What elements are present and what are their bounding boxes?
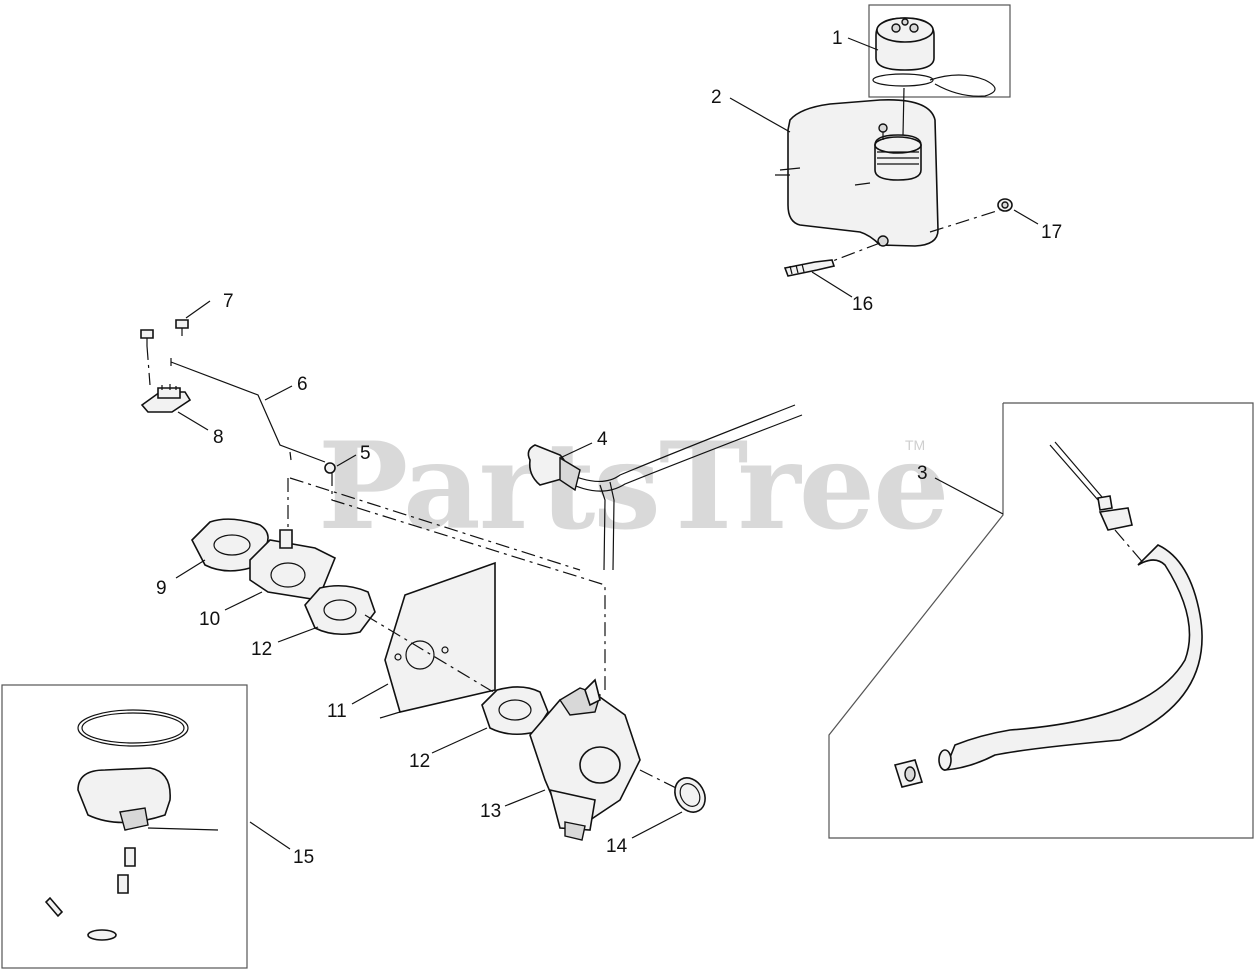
callout-2: 2 bbox=[711, 87, 722, 108]
rod-clip-part bbox=[324, 462, 336, 474]
fuel-line-detail-box bbox=[828, 402, 1254, 839]
callout-13: 13 bbox=[480, 801, 501, 822]
float-bowl-part bbox=[44, 709, 219, 941]
callout-8: 8 bbox=[213, 427, 224, 448]
watermark-text: PartsTree bbox=[318, 416, 947, 557]
tank-bolt-part bbox=[783, 259, 836, 277]
fuel-line-part bbox=[527, 404, 803, 571]
rod-to-carb-dash bbox=[331, 472, 606, 690]
callout-3: 3 bbox=[917, 463, 928, 484]
watermark-trademark: TM bbox=[905, 437, 925, 453]
heat-shield-part bbox=[379, 561, 496, 719]
spacer-part bbox=[249, 529, 337, 601]
gasket-dash bbox=[289, 477, 581, 571]
callout-1: 1 bbox=[832, 28, 843, 49]
screw-part bbox=[140, 319, 189, 346]
screw-dash-1 bbox=[146, 345, 151, 386]
carb-plate-part bbox=[674, 777, 706, 813]
callout-16: 16 bbox=[852, 294, 873, 315]
grommet-part bbox=[997, 198, 1013, 212]
watermark: PartsTree TM bbox=[318, 416, 949, 557]
fuel-cap-part bbox=[872, 17, 996, 97]
callout-11: 11 bbox=[327, 701, 347, 722]
fuel-hose-assembly-part bbox=[893, 441, 1203, 788]
callout-5: 5 bbox=[360, 443, 371, 464]
leader-lines bbox=[175, 37, 1039, 850]
callout-17: 17 bbox=[1041, 222, 1062, 243]
tank-to-grommet-dash bbox=[929, 209, 1001, 233]
carb-bowl-detail-box bbox=[1, 684, 248, 969]
callout-12-lower: 12 bbox=[409, 751, 430, 772]
carb-to-plate-dash bbox=[639, 769, 681, 791]
carburetor-part bbox=[529, 678, 641, 841]
gasket-9-part bbox=[191, 518, 269, 572]
callout-4: 4 bbox=[597, 429, 608, 450]
callout-15: 15 bbox=[293, 847, 314, 868]
callout-14: 14 bbox=[606, 836, 628, 857]
callout-12-upper: 12 bbox=[251, 639, 272, 660]
gasket-12a-part bbox=[304, 584, 376, 636]
cap-leader-dash bbox=[902, 87, 905, 136]
fuel-cap-detail-box bbox=[868, 4, 1011, 98]
choke-rod-part bbox=[170, 361, 326, 463]
callouts: 1 2 3 4 5 6 7 8 9 10 11 12 12 13 14 15 1… bbox=[156, 28, 1062, 868]
fuel-tank-part bbox=[775, 99, 939, 247]
choke-unit-part bbox=[140, 384, 192, 413]
callout-6: 6 bbox=[297, 374, 308, 395]
tank-to-bolt-dash bbox=[829, 242, 881, 263]
callout-10: 10 bbox=[199, 609, 220, 630]
callout-7: 7 bbox=[223, 291, 234, 312]
callout-9: 9 bbox=[156, 578, 167, 599]
gasket-12b-part bbox=[481, 686, 549, 736]
